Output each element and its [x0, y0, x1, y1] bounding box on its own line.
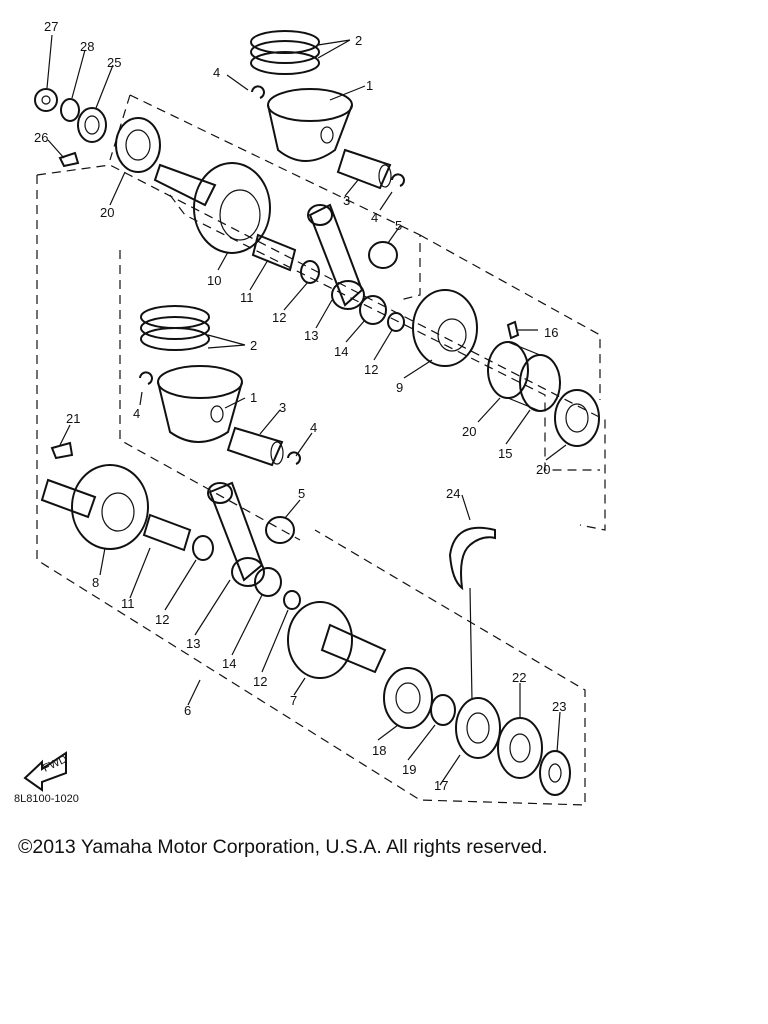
part-label: 14 — [222, 656, 236, 671]
exploded-parts-diagram: FWD 27 28 25 26 20 2 4 1 3 4 5 10 11 12 … — [14, 19, 606, 806]
part-label: 2 — [250, 338, 257, 353]
lower-piston-pin — [226, 426, 284, 467]
part-label: 11 — [240, 290, 254, 305]
part-label: 5 — [395, 218, 402, 233]
crescent-shim — [448, 526, 496, 591]
upper-crank-half — [153, 162, 271, 254]
part-label: 11 — [121, 596, 135, 611]
part-label: 15 — [498, 446, 512, 461]
part-label: 4 — [310, 420, 317, 435]
part-label: 4 — [371, 210, 378, 225]
part-label: 4 — [213, 65, 220, 80]
upper-piston-rings — [250, 30, 320, 75]
outline-bearing-group — [169, 194, 600, 471]
part-label: 21 — [66, 411, 80, 426]
lower-clips — [139, 371, 301, 465]
part-label: 1 — [250, 390, 257, 405]
part-label: 28 — [80, 39, 94, 54]
part-label: 20 — [536, 462, 550, 477]
assembly-outlines — [36, 94, 606, 806]
fwd-arrow-text: FWD — [41, 753, 69, 774]
part-label: 8 — [92, 575, 99, 590]
part-label: 4 — [133, 406, 140, 421]
lower-piston — [157, 365, 243, 443]
lower-piston-rings — [140, 305, 210, 351]
part-label: 24 — [446, 486, 460, 501]
leader-lines — [46, 34, 567, 786]
part-label: 5 — [298, 486, 305, 501]
part-label: 7 — [290, 693, 297, 708]
part-label: 3 — [343, 193, 350, 208]
part-label: 20 — [462, 424, 476, 439]
lower-conrod-and-bearings — [207, 481, 301, 610]
upper-clips — [251, 85, 405, 187]
part-label: 10 — [207, 273, 221, 288]
part-label: 13 — [304, 328, 318, 343]
lower-crank-right — [287, 601, 571, 796]
upper-conrod-and-bearings — [251, 203, 405, 332]
part-label: 18 — [372, 743, 386, 758]
outline-upper-assembly — [109, 94, 421, 301]
forward-arrow-icon: FWD — [23, 751, 69, 792]
copyright-notice: ©2013 Yamaha Motor Corporation, U.S.A. A… — [18, 836, 548, 858]
part-label: 2 — [355, 33, 362, 48]
outline-right-bracket — [419, 234, 601, 400]
part-label: 12 — [364, 362, 378, 377]
part-label: 16 — [544, 325, 558, 340]
part-label: 12 — [272, 310, 286, 325]
outline-middle-assembly — [36, 164, 606, 531]
upper-right-flywheel-and-bearings — [412, 289, 600, 447]
part-label: 25 — [107, 55, 121, 70]
part-label: 23 — [552, 699, 566, 714]
part-label: 19 — [402, 762, 416, 777]
outline-left-crank — [119, 250, 301, 541]
part-label: 20 — [100, 205, 114, 220]
upper-left-small-parts — [34, 88, 161, 173]
part-label: 22 — [512, 670, 526, 685]
diagram-code: 8L8100-1020 — [14, 793, 79, 805]
part-label: 13 — [186, 636, 200, 651]
part-label: 27 — [44, 19, 58, 34]
part-label: 9 — [396, 380, 403, 395]
part-label: 6 — [184, 703, 191, 718]
part-label: 1 — [366, 78, 373, 93]
part-label: 14 — [334, 344, 348, 359]
part-label: 12 — [155, 612, 169, 627]
part-labels: 27 28 25 26 20 2 4 1 3 4 5 10 11 12 13 1… — [34, 19, 566, 793]
part-label: 17 — [434, 778, 448, 793]
part-label: 3 — [279, 400, 286, 415]
outline-lower-crank-assembly — [36, 175, 586, 806]
lower-crank-left — [40, 441, 214, 561]
part-label: 26 — [34, 130, 48, 145]
part-label: 12 — [253, 674, 267, 689]
upper-piston-pin — [336, 148, 392, 190]
upper-piston — [267, 88, 353, 162]
